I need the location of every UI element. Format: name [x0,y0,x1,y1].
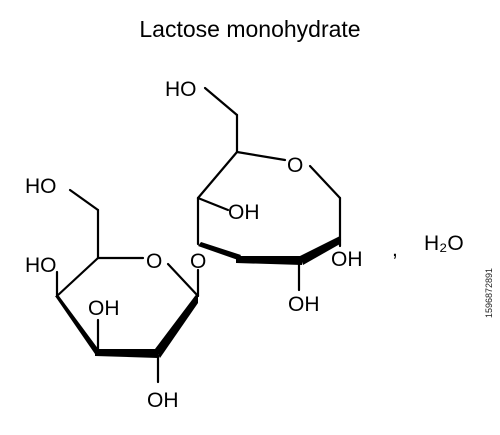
bond-c5-c4-galactose [55,256,100,298]
label-water: H₂O [424,232,464,255]
wedge-galactose-c4-c3 [55,296,99,354]
diagram-title: Lactose monohydrate [139,16,361,42]
label-o-ring-galactose: O [146,250,162,273]
bond-ch2oh-top [203,86,239,117]
label-oh-galactose-inner: OH [88,297,120,320]
bond-o-c1-galactose [166,262,200,298]
bond-ch2oh-left [68,188,100,212]
label-ho-top: HO [165,78,197,101]
label-oh-glucose-right: OH [331,248,363,271]
wedge-glucose-c4-c3 [198,242,241,260]
bond-c5-o-glucose [235,150,287,162]
label-oh-glucose-bottom: OH [288,293,320,316]
label-o-glycosidic: O [190,250,206,273]
watermark-id: 1596872891 [484,267,494,318]
bond-o-c1-glucose [308,164,342,200]
wedge-glucose-c3-c2-bold [236,256,302,265]
wedge-glucose-c2-c1 [300,236,340,265]
label-ho-left-top: HO [25,175,57,198]
wedge-galactose-c3-c2-bold [95,349,158,358]
label-o-ring-glucose: O [287,154,303,177]
label-comma: , [392,238,398,261]
bond-c5-c4-glucose [196,150,239,200]
label-oh-galactose-bottom: OH [147,389,179,412]
label-oh-glucose-upper: OH [228,201,260,224]
wedge-galactose-c2-c1 [155,292,198,358]
label-ho-left-mid: HO [25,254,57,277]
bond-c4-oh-glucose [196,196,230,212]
